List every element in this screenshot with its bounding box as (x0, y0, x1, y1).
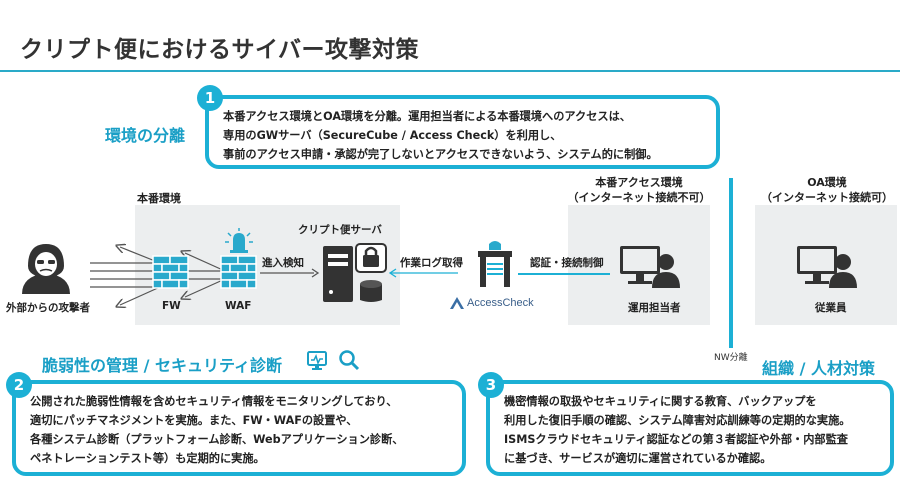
employee-label: 従業員 (815, 302, 847, 314)
hacker-icon (22, 244, 70, 294)
search-icon (339, 350, 360, 371)
section3-heading: 組織 / 人材対策 (762, 359, 875, 378)
section2-line: ペネトレーションテスト等）も定期的に実施。 (30, 452, 265, 465)
waf-label: WAF (225, 300, 252, 312)
section1-line: 事前のアクセス申請・承認が完了しないとアクセスできないよう、システム的に制御。 (223, 148, 658, 161)
section1-line: 専用のGWサーバ（SecureCube / Access Check）を利用し、 (223, 129, 562, 142)
oa-environment-label-line: （インターネット接続可） (761, 191, 893, 204)
title-divider (0, 70, 900, 72)
oa-environment-label: OA環境 （インターネット接続可） (748, 175, 900, 205)
log-arrow (388, 268, 458, 278)
oa-environment-label-line: OA環境 (807, 176, 847, 189)
diagnostic-monitor-icon (307, 351, 327, 370)
section2-heading: 脆弱性の管理 / セキュリティ診断 (42, 356, 283, 375)
auth-control-label: 認証・接続制御 (530, 257, 604, 269)
section3-line: に基づき、サービスが適切に運営されているか確認。 (504, 452, 772, 465)
section1-number: 1 (197, 85, 223, 111)
section3-line: 機密情報の取扱やセキュリティに関する教育、バックアップを (504, 395, 817, 408)
section2-callout: 公開された脆弱性情報を含めセキュリティ情報をモニタリングしており、 適切にパッチ… (12, 380, 466, 476)
operator-label: 運用担当者 (628, 302, 681, 314)
nw-separation-label: NW分離 (714, 353, 748, 363)
section2-line: 適切にパッチマネジメントを実施。また、FW・WAFの設置や、 (30, 414, 358, 427)
operator-computer-icon (620, 246, 680, 288)
prod-access-label-line: 本番アクセス環境 (595, 176, 683, 189)
page-title: クリプト便におけるサイバー攻撃対策 (20, 37, 420, 63)
server-icon (323, 243, 387, 302)
section2-line: 各種システム診断（プラットフォーム診断、Webアプリケーション診断、 (30, 433, 404, 446)
intrusion-arrow (260, 268, 320, 278)
section1-callout: 本番アクセス環境とOA環境を分離。運用担当者による本番環境へのアクセスは、 専用… (205, 95, 720, 169)
access-check-logo-icon (450, 297, 464, 309)
firewall-icon (152, 255, 189, 289)
section2-line: 公開された脆弱性情報を含めセキュリティ情報をモニタリングしており、 (30, 395, 398, 408)
prod-access-label-line: （インターネット接続不可） (567, 191, 711, 204)
employee-computer-icon (797, 246, 857, 288)
attack-arrows (90, 235, 226, 310)
section1-heading: 環境の分離 (105, 126, 186, 145)
section2-number: 2 (6, 372, 32, 398)
section3-line: ISMSクラウドセキュリティ認証などの第３者認証や外部・内部監査 (504, 433, 848, 446)
section3-number: 3 (478, 372, 504, 398)
attacker-label: 外部からの攻撃者 (6, 302, 90, 314)
section3-callout: 機密情報の取扱やセキュリティに関する教育、バックアップを 利用した復旧手順の確認… (486, 380, 894, 476)
prod-environment-label: 本番環境 (137, 192, 181, 205)
auth-arrow (518, 273, 610, 275)
alarm-light-icon (225, 228, 253, 253)
crypto-server-label: クリプト便サーバ (298, 224, 382, 236)
nw-separation-line (729, 178, 733, 348)
prod-access-label: 本番アクセス環境 （インターネット接続不可） (560, 175, 718, 205)
waf-icon (220, 255, 257, 289)
fw-label: FW (162, 300, 181, 312)
section1-line: 本番アクセス環境とOA環境を分離。運用担当者による本番環境へのアクセスは、 (223, 110, 631, 123)
section3-line: 利用した復旧手順の確認、システム障害対応訓練等の定期的な実施。 (504, 414, 851, 427)
access-check-label: AccessCheck (467, 297, 534, 309)
work-log-label: 作業ログ取得 (400, 257, 463, 269)
access-gate-icon (478, 241, 512, 287)
intrusion-detection-label: 進入検知 (262, 257, 304, 269)
